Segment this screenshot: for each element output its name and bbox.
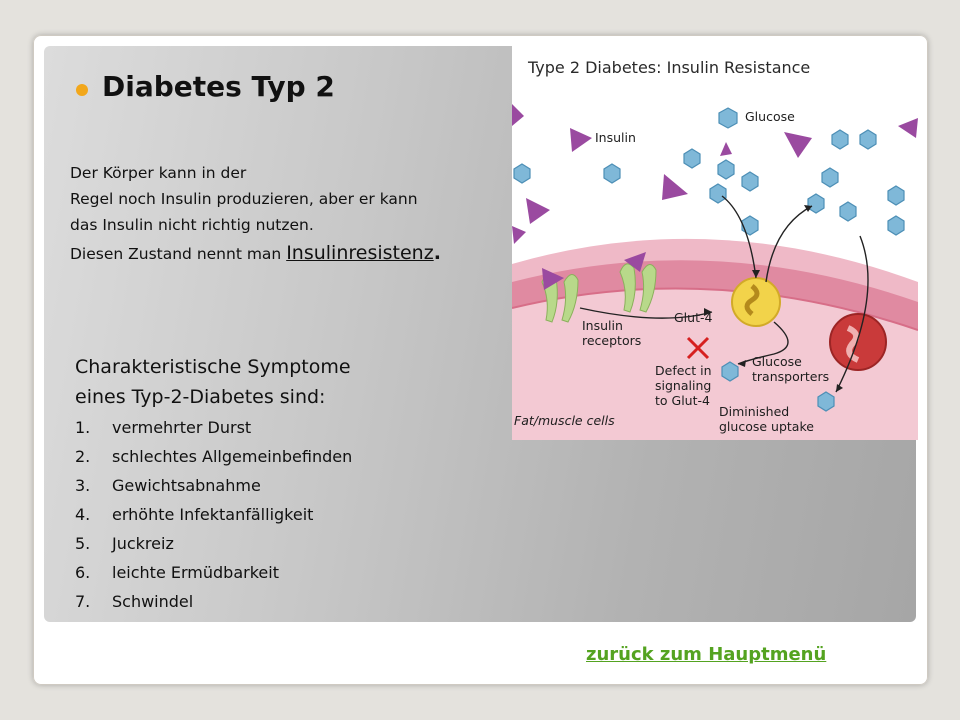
insulin-molecule-icon [898, 118, 918, 138]
glucose-transporter-icon [829, 313, 887, 371]
figure-label-line: Insulin [582, 318, 623, 333]
symptoms-heading-line: Charakteristische Symptome [75, 356, 351, 378]
symptoms-heading: Charakteristische Symptome eines Typ-2-D… [75, 352, 405, 412]
list-item: 5. Juckreiz [75, 534, 352, 563]
intro-term-suffix: . [433, 242, 441, 264]
insulin-resistance-figure [512, 46, 918, 440]
list-item-number: 3. [75, 476, 91, 495]
glucose-molecule-icon [513, 163, 531, 184]
glucose-molecule-icon [839, 201, 857, 222]
figure-label-receptors: Insulin receptors [582, 318, 641, 348]
figure-label-uptake: Diminished glucose uptake [719, 404, 814, 434]
list-item-text: Schwindel [112, 592, 194, 611]
list-item-number: 1. [75, 418, 91, 437]
insulin-receptor-icon [619, 252, 657, 313]
glucose-molecule-icon [683, 148, 701, 169]
glucose-molecule-icon [817, 391, 835, 412]
glucose-molecule-icon [718, 107, 738, 129]
glucose-molecule-icon [717, 159, 735, 180]
list-item-number: 5. [75, 534, 91, 553]
glucose-molecule-icon [807, 193, 825, 214]
list-item-text: Gewichtsabnahme [112, 476, 261, 495]
figure-label-cells: Fat/muscle cells [514, 413, 615, 428]
intro-line: Regel noch Insulin produzieren, aber er … [70, 190, 418, 208]
figure-label-line: receptors [582, 333, 642, 348]
list-item: 1. vermehrter Durst [75, 418, 352, 447]
slide-title: Diabetes Typ 2 [102, 70, 335, 103]
intro-line: Diesen Zustand nennt man Insulinresisten… [70, 240, 510, 267]
figure-label-line: Defect in [655, 363, 712, 378]
list-item: 6. leichte Ermüdbarkeit [75, 563, 352, 592]
insulin-resistance-term: Insulinresistenz [286, 242, 434, 264]
figure-title: Type 2 Diabetes: Insulin Resistance [528, 58, 811, 77]
insulin-molecule-icon [784, 132, 812, 158]
glucose-molecule-icon [603, 163, 621, 184]
figure-label-glut4: Glut-4 [674, 310, 713, 325]
glucose-molecule-icon [741, 215, 759, 236]
figure-label-transporters: Glucose transporters [752, 354, 829, 384]
figure-label-defect: Defect in signaling to Glut-4 [655, 363, 712, 408]
figure-label-insulin: Insulin [595, 130, 636, 145]
insulin-molecule-icon [526, 198, 550, 224]
list-item-text: vermehrter Durst [112, 418, 252, 437]
glucose-molecule-icon [741, 171, 759, 192]
defect-x-icon [686, 336, 710, 360]
figure-label-line: Glucose [752, 354, 802, 369]
figure-label-line: glucose uptake [719, 419, 814, 434]
list-item: 3. Gewichtsabnahme [75, 476, 352, 505]
intro-line: Der Körper kann in der [70, 164, 247, 182]
list-item-number: 7. [75, 592, 91, 611]
intro-line: das Insulin nicht richtig nutzen. [70, 216, 314, 234]
glut4-transporter-icon [731, 277, 781, 327]
list-item-text: schlechtes Allgemeinbefinden [112, 447, 353, 466]
glucose-molecule-icon [831, 129, 849, 150]
glucose-molecule-icon [887, 215, 905, 236]
back-to-main-menu-link[interactable]: zurück zum Hauptmenü [586, 644, 827, 665]
glucose-molecule-icon [821, 167, 839, 188]
figure-label-line: Diminished [719, 404, 790, 419]
list-item-number: 6. [75, 563, 91, 582]
insulin-resistance-illustration [512, 104, 918, 440]
glucose-molecule-icon [721, 361, 739, 382]
glucose-molecule-icon [709, 183, 727, 204]
title-bullet-icon [76, 84, 88, 96]
list-item: 4. erhöhte Infektanfälligkeit [75, 505, 352, 534]
figure-label-line: to Glut-4 [655, 393, 710, 408]
glucose-molecule-icon [887, 185, 905, 206]
list-item-number: 2. [75, 447, 91, 466]
insulin-molecule-icon [512, 226, 526, 244]
glucose-molecule-icon [859, 129, 877, 150]
symptoms-heading-line: eines Typ-2-Diabetes sind: [75, 386, 326, 408]
insulin-molecule-icon [512, 104, 524, 126]
insulin-receptor-icon [541, 268, 579, 323]
insulin-molecule-icon [662, 174, 688, 200]
list-item: 2. schlechtes Allgemeinbefinden [75, 447, 352, 476]
list-item: 7. Schwindel [75, 592, 352, 621]
symptoms-list: 1. vermehrter Durst 2. schlechtes Allgemei… [75, 418, 352, 621]
intro-line-prefix: Diesen Zustand nennt man [70, 245, 287, 263]
figure-label-line: signaling [655, 378, 712, 393]
list-item-number: 4. [75, 505, 91, 524]
figure-label-line: transporters [752, 369, 830, 384]
list-item-text: Juckreiz [112, 534, 174, 553]
figure-label-glucose: Glucose [745, 109, 795, 124]
insulin-molecule-icon [720, 142, 732, 156]
insulin-molecule-icon [570, 128, 592, 152]
intro-text: Der Körper kann in der Regel noch Insuli… [70, 160, 510, 267]
list-item-text: leichte Ermüdbarkeit [112, 563, 279, 582]
list-item-text: erhöhte Infektanfälligkeit [112, 505, 314, 524]
cell-interior [512, 288, 918, 440]
